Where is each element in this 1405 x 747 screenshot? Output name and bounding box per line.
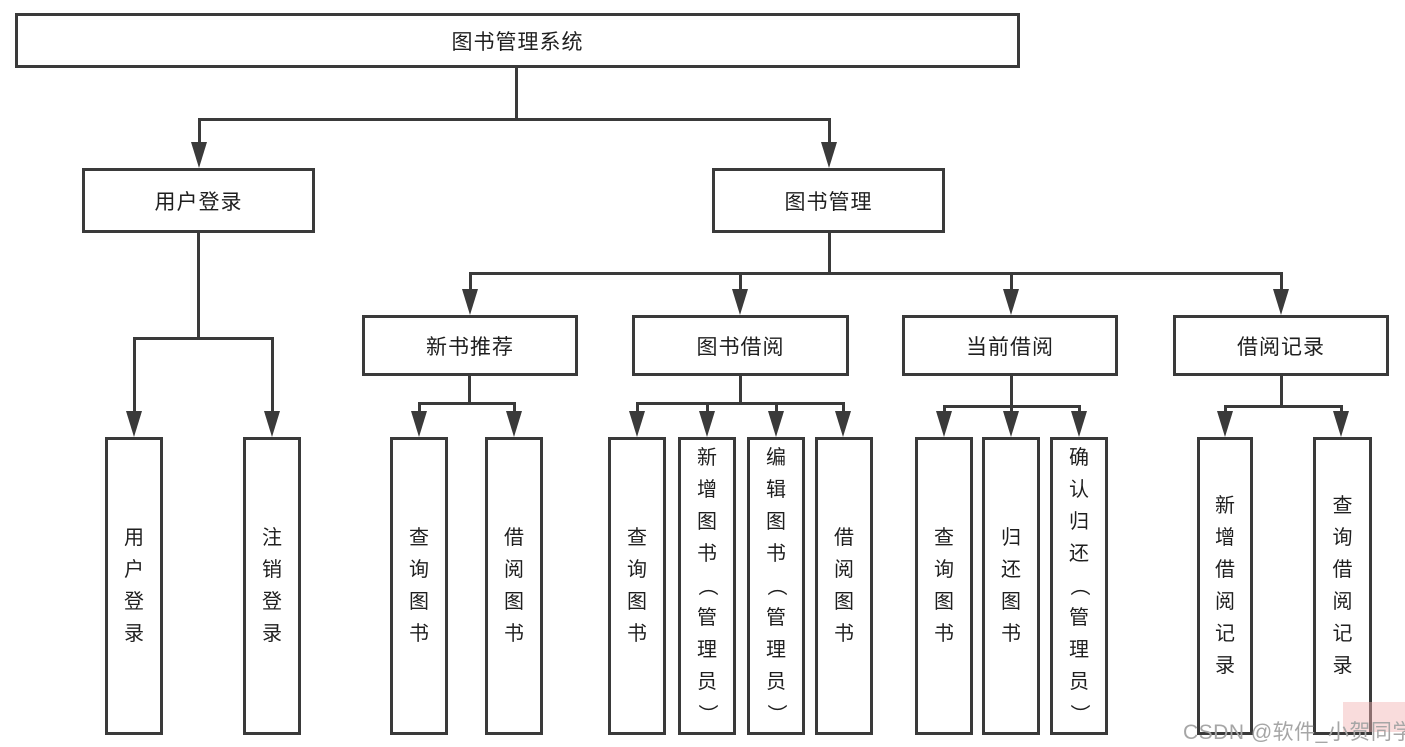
connector [775,402,778,413]
connector [469,272,1282,275]
leaf-add-borrow-record-label: 新增借阅记录 [1215,495,1235,677]
node-book-borrowing: 图书借阅 [632,315,849,376]
connector [197,233,200,337]
node-book-borrowing-label: 图书借阅 [696,335,785,359]
connector [828,233,831,272]
connector [1224,405,1227,413]
arrow-down-icon [411,411,427,437]
leaf-query-books-recommend: 查询图书 [390,437,448,735]
leaf-user-login-label: 用户登录 [124,527,144,645]
leaf-query-books-borrowing: 查询图书 [608,437,666,735]
leaf-query-borrow-record-label: 查询借阅记录 [1332,495,1353,677]
leaf-logout: 注销登录 [243,437,301,735]
connector [706,402,709,413]
node-current-borrowing: 当前借阅 [902,315,1118,376]
connector [739,376,742,402]
arrow-down-icon [1273,289,1289,315]
leaf-borrow-books-recommend: 借阅图书 [485,437,543,735]
node-borrow-records-label: 借阅记录 [1237,335,1325,359]
arrow-down-icon [629,411,645,437]
connector [943,405,946,413]
arrow-down-icon [732,289,748,315]
connector [1010,405,1013,413]
connector [1078,405,1081,413]
leaf-edit-book-admin: 编辑图书（管理员） [747,437,805,735]
leaf-add-borrow-record: 新增借阅记录 [1197,437,1253,735]
arrow-down-icon [506,411,522,437]
node-borrow-records: 借阅记录 [1173,315,1389,376]
connector [469,272,472,291]
connector [1010,376,1013,405]
leaf-user-login: 用户登录 [105,437,163,735]
leaf-borrow-books-recommend-label: 借阅图书 [504,527,524,645]
leaf-confirm-return-admin-label: 确认归还（管理员） [1068,447,1090,724]
arrow-down-icon [1071,411,1087,437]
arrow-down-icon [699,411,715,437]
connector [468,376,471,402]
connector [513,402,516,413]
connector [271,337,274,413]
connector [1010,272,1013,291]
leaf-add-book-admin: 新增图书（管理员） [678,437,736,735]
connector [636,402,639,413]
connector [828,118,831,144]
arrow-down-icon [821,142,837,168]
arrow-down-icon [462,289,478,315]
leaf-add-book-admin-label: 新增图书（管理员） [696,447,718,724]
leaf-query-books-recommend-label: 查询图书 [409,527,429,645]
leaf-edit-book-admin-label: 编辑图书（管理员） [765,447,787,724]
arrow-down-icon [126,411,142,437]
watermark-text: CSDN @软件_小贺同学 [1183,721,1405,744]
arrow-down-icon [191,142,207,168]
connector [198,118,831,121]
node-user-login-group: 用户登录 [82,168,315,233]
leaf-return-books-label: 归还图书 [1001,527,1021,645]
arrow-down-icon [768,411,784,437]
node-book-management: 图书管理 [712,168,945,233]
watermark-highlight [1343,702,1405,732]
arrow-down-icon [1003,411,1019,437]
connector [133,337,136,413]
node-current-borrowing-label: 当前借阅 [966,335,1054,359]
connector [198,118,201,144]
arrow-down-icon [1217,411,1233,437]
connector [515,68,518,118]
connector [1224,405,1343,408]
connector [739,272,742,291]
arrow-down-icon [264,411,280,437]
node-root: 图书管理系统 [15,13,1020,68]
node-new-book-recommend: 新书推荐 [362,315,578,376]
connector [636,402,845,405]
arrow-down-icon [835,411,851,437]
leaf-query-books-current: 查询图书 [915,437,973,735]
leaf-logout-label: 注销登录 [262,527,282,645]
arrow-down-icon [1333,411,1349,437]
leaf-query-books-current-label: 查询图书 [934,527,954,645]
connector [1280,376,1283,405]
node-new-book-recommend-label: 新书推荐 [426,335,514,359]
connector [418,402,516,405]
connector [133,337,274,340]
node-book-management-label: 图书管理 [784,190,873,214]
node-user-login-group-label: 用户登录 [154,190,243,214]
connector [1280,272,1283,291]
leaf-borrow-books-borrowing: 借阅图书 [815,437,873,735]
leaf-confirm-return-admin: 确认归还（管理员） [1050,437,1108,735]
arrow-down-icon [936,411,952,437]
node-root-label: 图书管理系统 [451,30,584,54]
connector [1340,405,1343,413]
leaf-query-books-borrowing-label: 查询图书 [627,527,647,645]
connector [842,402,845,413]
leaf-borrow-books-borrowing-label: 借阅图书 [834,527,854,645]
leaf-return-books: 归还图书 [982,437,1040,735]
arrow-down-icon [1003,289,1019,315]
connector [418,402,421,413]
leaf-query-borrow-record: 查询借阅记录 [1313,437,1372,735]
